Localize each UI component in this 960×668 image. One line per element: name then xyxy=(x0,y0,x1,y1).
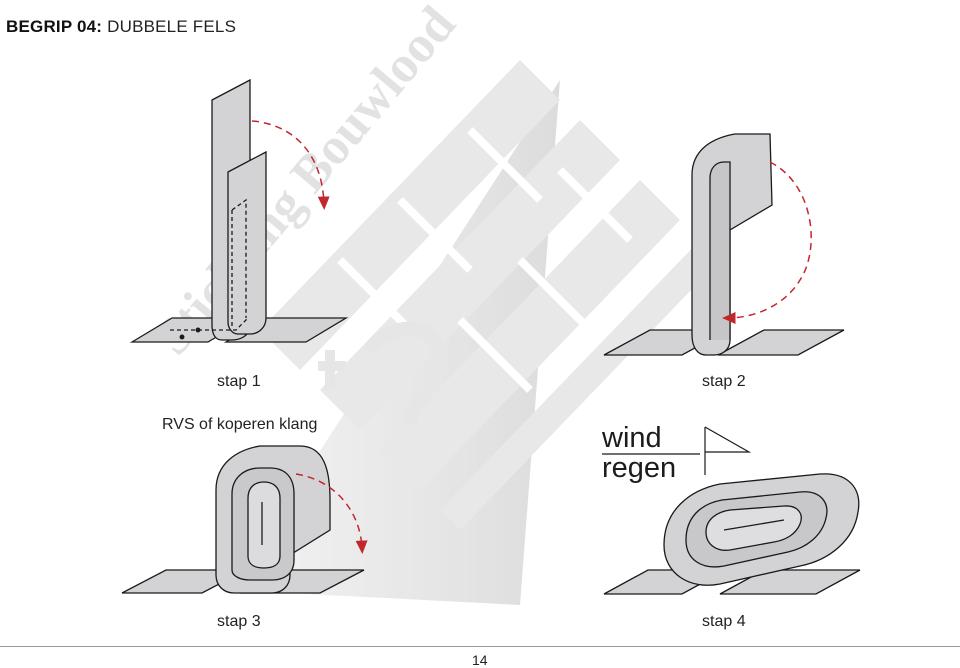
step1-label: stap 1 xyxy=(217,373,261,390)
title-rest: DUBBELE FELS xyxy=(107,17,237,36)
footer-rule xyxy=(0,646,960,647)
step2-illustration xyxy=(603,133,845,356)
step2-arrow xyxy=(722,161,812,324)
step1-arrow xyxy=(251,120,330,210)
step4-illustration xyxy=(603,473,861,595)
step3-arrow xyxy=(295,473,368,554)
step4-label: stap 4 xyxy=(702,613,746,630)
legend-regen: regen xyxy=(602,452,677,484)
title-bold: BEGRIP 04: xyxy=(6,17,103,36)
step1-illustration xyxy=(129,78,349,343)
step3-annotation: RVS of koperen klang xyxy=(162,416,318,433)
step3-illustration xyxy=(121,445,365,594)
step2-label: stap 2 xyxy=(702,373,746,390)
legend-wind: wind xyxy=(602,422,662,454)
page-number: 14 xyxy=(472,652,488,668)
step3-label: stap 3 xyxy=(217,613,261,630)
wind-flag-icon xyxy=(602,426,752,475)
page-title: BEGRIP 04: DUBBELE FELS xyxy=(6,17,236,37)
